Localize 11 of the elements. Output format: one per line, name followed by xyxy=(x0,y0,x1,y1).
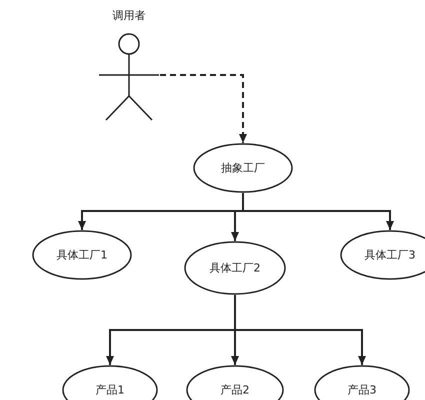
node-label: 具体工厂1 xyxy=(56,248,108,262)
node-label: 产品3 xyxy=(346,382,378,398)
node-label: 产品2 xyxy=(220,382,250,398)
node-label: 产品1 xyxy=(94,382,126,398)
arrow xyxy=(160,74,247,143)
node-label: 抽象工厂 xyxy=(220,160,266,176)
arrow xyxy=(242,193,394,230)
arrow xyxy=(234,295,366,365)
actor-label: 调用者 xyxy=(112,8,146,23)
node-label: 具体工厂2 xyxy=(208,260,262,276)
node-label: 具体工厂3 xyxy=(364,248,416,262)
